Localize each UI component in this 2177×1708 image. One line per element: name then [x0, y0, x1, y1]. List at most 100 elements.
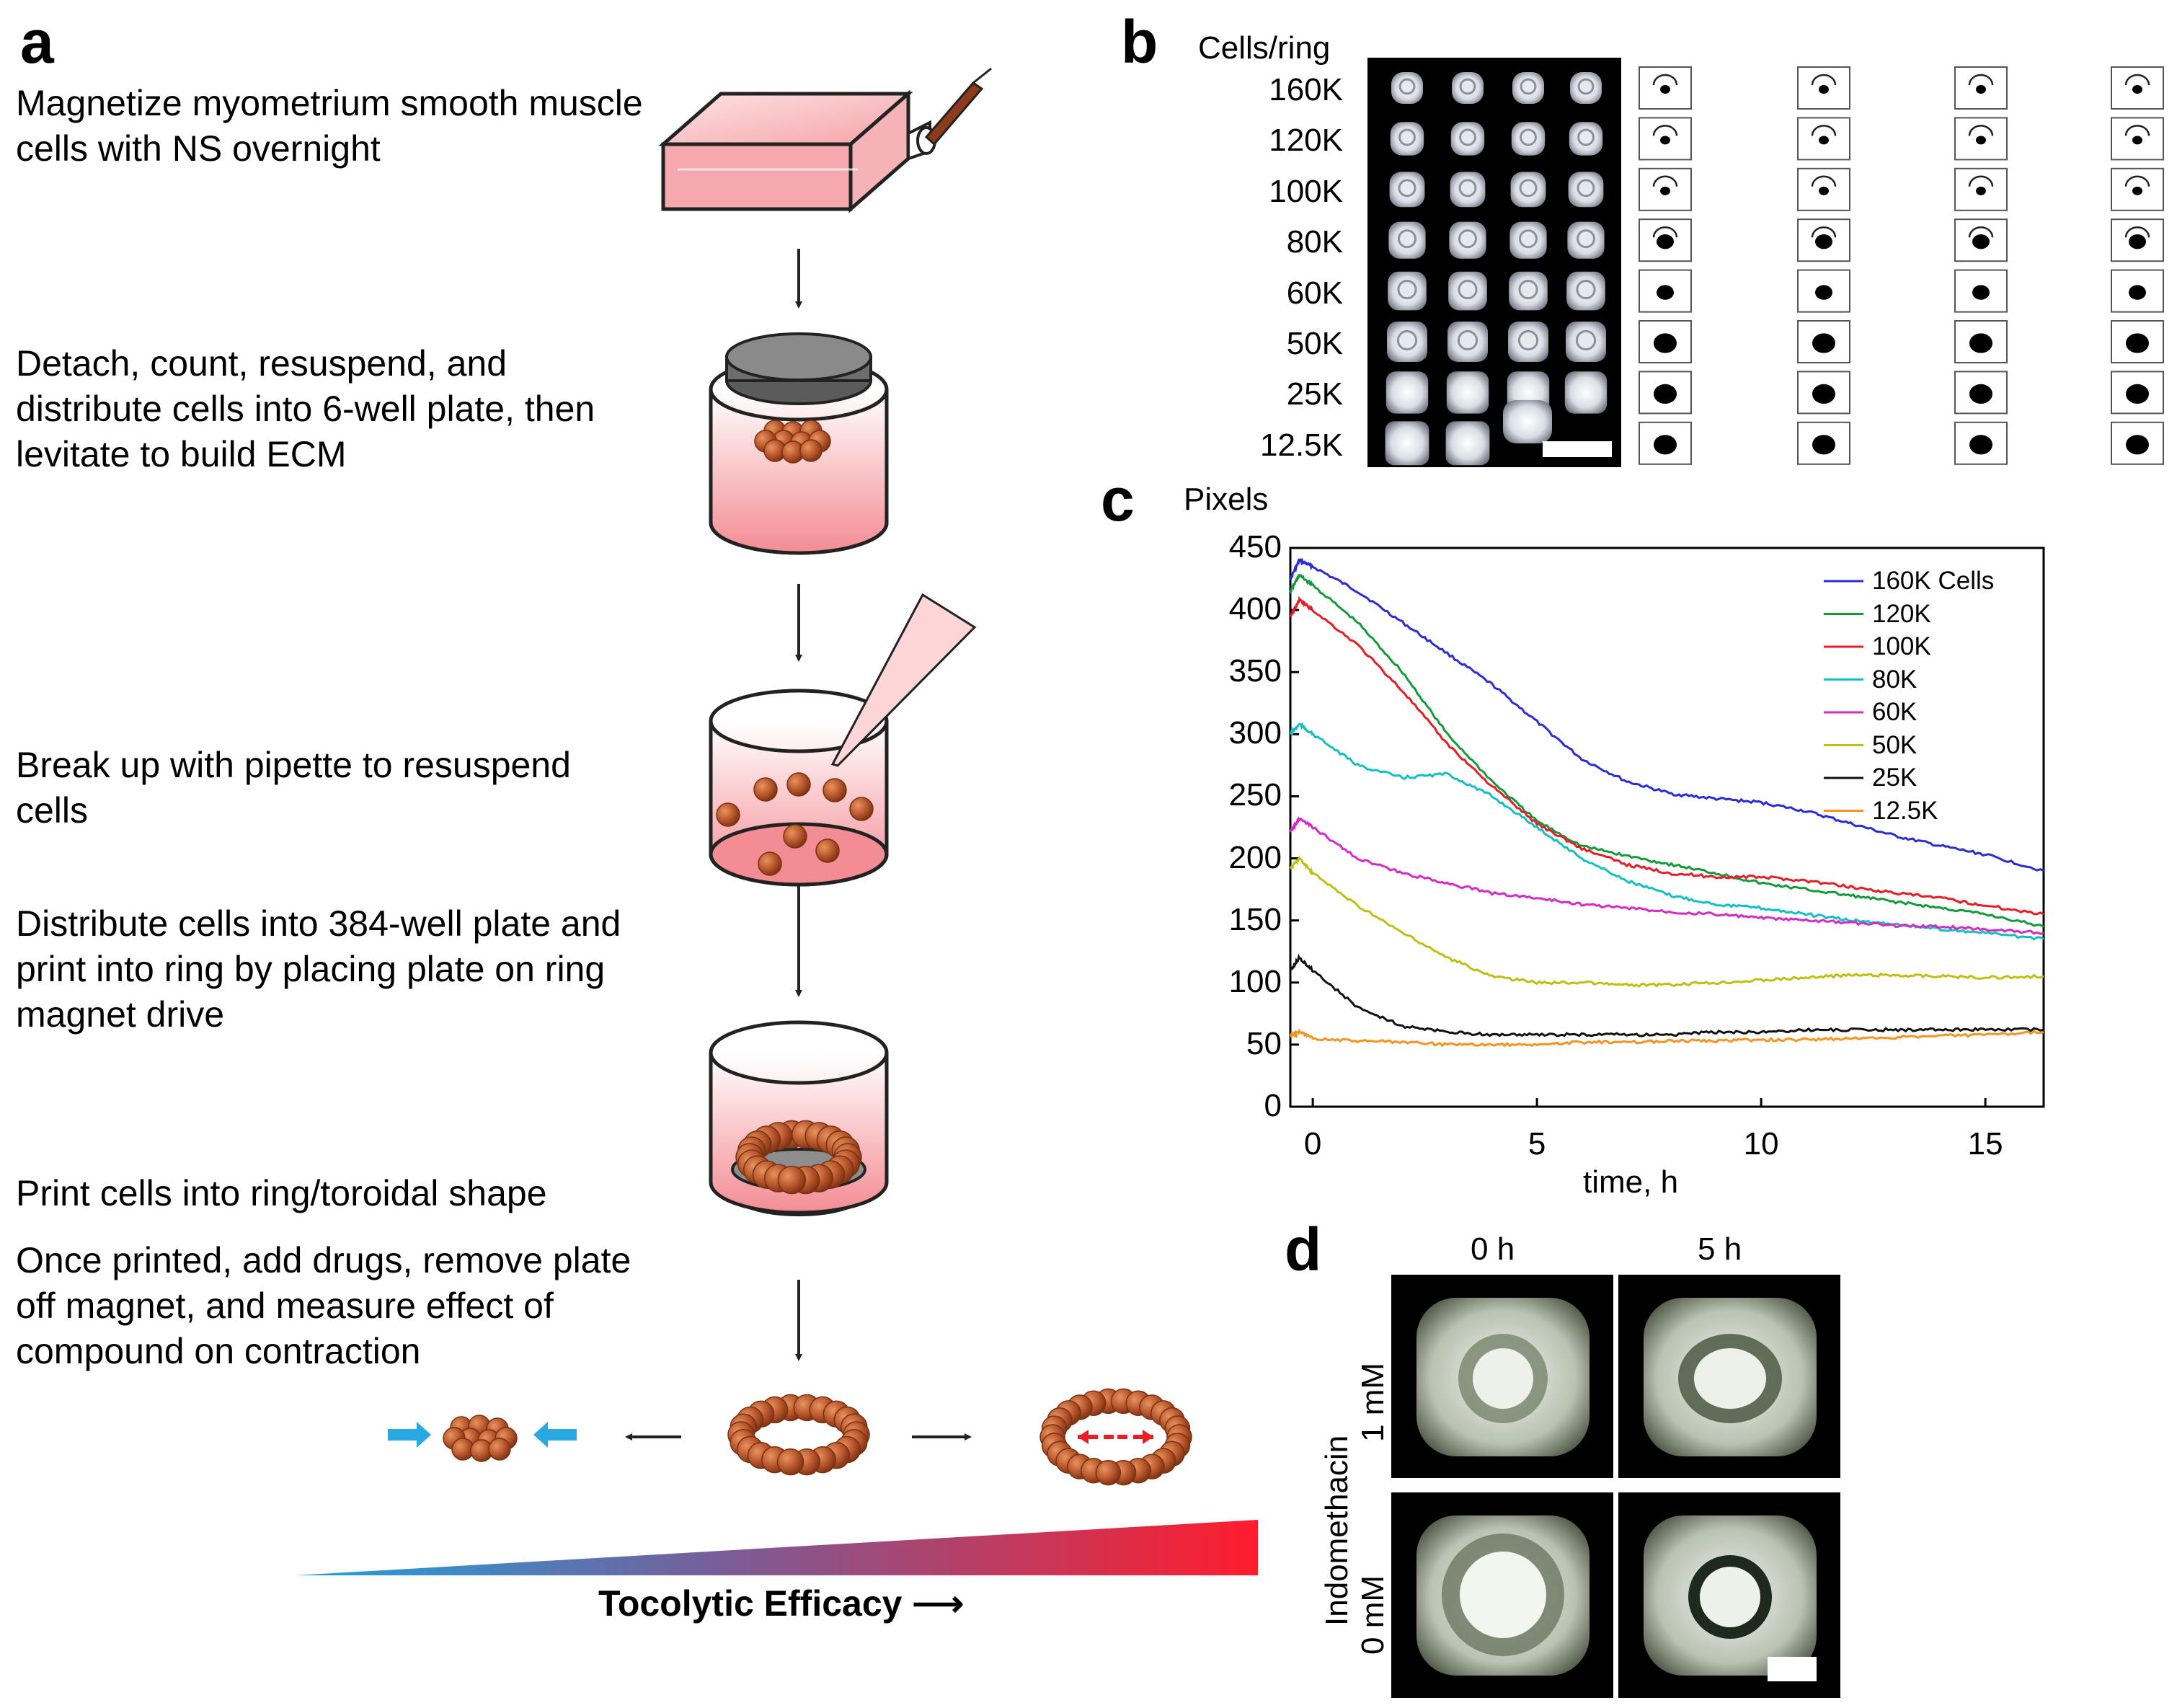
photo-ring	[1397, 280, 1417, 300]
mask-arc	[2124, 226, 2150, 238]
mask-arc	[1652, 175, 1678, 187]
series-line	[1290, 596, 2044, 916]
legend-entry: 25K	[1872, 764, 1917, 792]
x-tick-label: 15	[1967, 1126, 2003, 1161]
mask-box	[1639, 218, 1692, 262]
mask-arc	[1652, 74, 1678, 86]
mask-dot	[1969, 435, 1992, 455]
cell-count-label: 60K	[1286, 275, 1343, 311]
y-tick-label: 150	[1228, 901, 1282, 937]
mask-arc	[1811, 175, 1837, 187]
mask-arc	[1968, 125, 1994, 136]
photo-ring	[1519, 179, 1538, 198]
cell-count-label: 120K	[1269, 123, 1343, 159]
series-line	[1289, 557, 2044, 872]
photo-ring	[1577, 128, 1595, 146]
photo-ring	[1577, 78, 1595, 95]
cell-count-label: 50K	[1286, 326, 1343, 361]
panel-letter-c: c	[1101, 466, 1135, 534]
mask-dot	[2126, 384, 2149, 404]
row-label-1mM: 1 mM	[1355, 1363, 1391, 1442]
cell	[1095, 1459, 1122, 1486]
series-line	[1289, 1028, 2044, 1048]
legend-entry: 50K	[1872, 730, 1917, 759]
y-tick-label: 50	[1246, 1025, 1282, 1061]
mask-dot	[1657, 234, 1674, 249]
chart-series-lines	[1289, 557, 2044, 1048]
y-tick-label: 200	[1228, 839, 1282, 875]
cell	[758, 851, 782, 876]
photo-ring	[1518, 229, 1538, 249]
photo-ring	[1398, 128, 1416, 146]
levitation-well-icon	[709, 332, 889, 555]
photo-ring	[1577, 179, 1595, 198]
mask-dot	[1819, 136, 1829, 145]
mask-dot	[1976, 186, 1986, 195]
panel-letter-a: a	[20, 8, 54, 76]
scale-bar	[1543, 441, 1612, 457]
mask-dot	[1812, 333, 1835, 353]
mask-dot	[1969, 333, 1992, 353]
photo-well	[1385, 421, 1429, 466]
mask-box	[1639, 371, 1692, 415]
mask-arc	[1968, 175, 1994, 187]
panel-letter-d: d	[1285, 1216, 1322, 1283]
mask-arc	[1811, 226, 1837, 238]
photo-well	[1445, 421, 1490, 466]
photo-ring	[1457, 329, 1478, 351]
photo-wells	[1385, 72, 1608, 466]
panel-letter-b: b	[1121, 8, 1158, 76]
photo-ring	[1576, 280, 1596, 300]
cell	[849, 797, 874, 821]
legend-entry: 100K	[1872, 632, 1931, 660]
mask-dot	[1654, 333, 1677, 353]
photo-ring	[1520, 78, 1537, 95]
photo-ring	[1458, 280, 1478, 300]
cell-count-label: 160K	[1269, 72, 1343, 107]
mask-dot	[1972, 285, 1990, 300]
mask-dot	[1660, 186, 1670, 195]
mask-dot	[2132, 136, 2142, 145]
levitated-cells	[754, 420, 831, 464]
step-distribute-384: Distribute cells into 384-well plate and…	[16, 903, 621, 1035]
step-levitate: Detach, count, resuspend, and distribute…	[16, 343, 595, 474]
photo-well	[1564, 371, 1608, 414]
mask-box	[1639, 117, 1692, 161]
contraction-arrows	[388, 1422, 577, 1448]
x-axis-label: time, h	[1583, 1164, 1679, 1200]
cell	[815, 838, 840, 863]
photo-ring	[1459, 128, 1476, 146]
y-tick-label: 100	[1228, 963, 1282, 999]
y-tick-label: 250	[1228, 777, 1282, 813]
photo-ring	[1459, 78, 1476, 95]
efficacy-label-text: Tocolytic Efficacy	[598, 1583, 903, 1624]
photo-ring	[1520, 128, 1537, 146]
photo-ring	[1458, 229, 1478, 249]
mask-dot	[1815, 285, 1832, 300]
mask-dot	[2129, 234, 2146, 249]
chart-frame	[1289, 547, 2045, 1108]
flow-arrows	[625, 249, 972, 1441]
suspended-cells	[716, 772, 874, 876]
cell	[786, 772, 811, 797]
contraction-line-chart	[1289, 547, 2045, 1108]
series-line	[1289, 816, 2044, 935]
printed-ring-cells	[735, 1120, 862, 1195]
contraction-outcomes	[443, 1388, 1192, 1486]
flask-icon	[658, 67, 992, 213]
cell	[716, 802, 740, 827]
series-line	[1290, 953, 2044, 1037]
drug-response-photos	[1391, 1275, 1840, 1698]
efficacy-label: Tocolytic Efficacy ⟶	[598, 1583, 964, 1624]
x-tick-label: 10	[1743, 1126, 1779, 1161]
drug-label: Indomethacin	[1319, 1435, 1354, 1626]
mask-arc	[2124, 74, 2150, 86]
photo-ring	[1576, 229, 1596, 249]
step-print-ring: Print cells into ring/toroidal shape	[16, 1173, 547, 1213]
mask-dot	[2132, 85, 2142, 94]
mask-arc	[2124, 125, 2150, 136]
mask-box	[2111, 269, 2164, 313]
cell-count-label: 80K	[1286, 224, 1343, 260]
x-tick-label: 0	[1303, 1126, 1322, 1161]
legend-entry: 60K	[1872, 698, 1917, 726]
